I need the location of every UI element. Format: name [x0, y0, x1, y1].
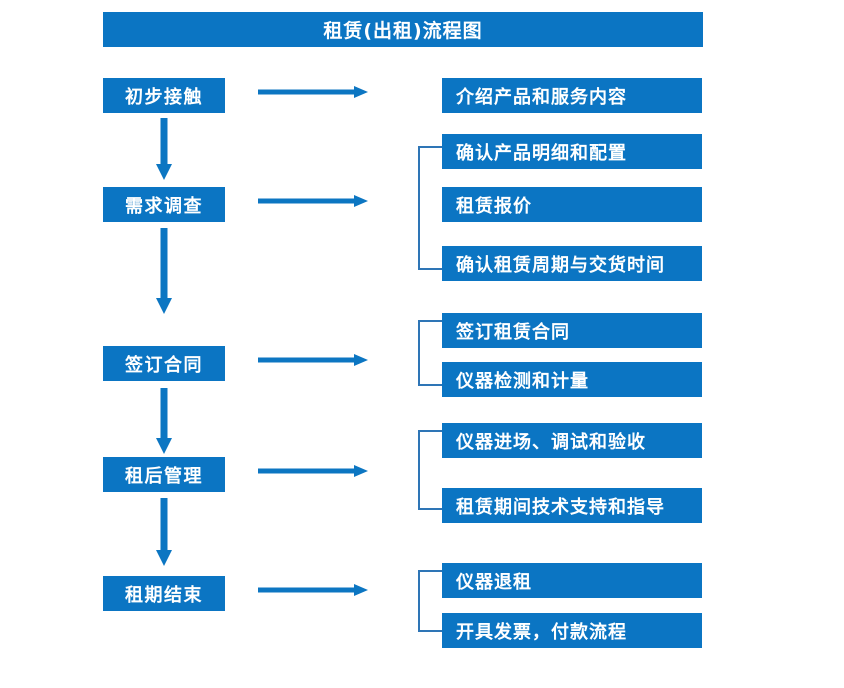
detail-box-5-1[interactable]: 仪器退租: [442, 563, 702, 598]
down-arrow-icon-2: [155, 228, 173, 314]
right-arrow-icon-3: [258, 352, 368, 368]
detail-box-3-2[interactable]: 仪器检测和计量: [442, 362, 702, 397]
detail-box-4-2[interactable]: 租赁期间技术支持和指导: [442, 488, 702, 523]
detail-box-1-1[interactable]: 介绍产品和服务内容: [442, 78, 702, 113]
stage-box-5[interactable]: 租期结束: [103, 576, 225, 611]
bracket-connector-icon-2: [416, 146, 442, 270]
down-arrow-icon-1: [155, 118, 173, 180]
stage-box-1[interactable]: 初步接触: [103, 78, 225, 113]
right-arrow-icon-1: [258, 84, 368, 100]
right-arrow-icon-2: [258, 193, 368, 209]
detail-box-2-2[interactable]: 租赁报价: [442, 187, 702, 222]
flowchart-title: 租赁(出租)流程图: [103, 12, 703, 47]
bracket-connector-icon-5: [416, 570, 442, 632]
stage-box-4[interactable]: 租后管理: [103, 457, 225, 492]
detail-box-4-1[interactable]: 仪器进场、调试和验收: [442, 423, 702, 458]
down-arrow-icon-4: [155, 498, 173, 566]
stage-box-3[interactable]: 签订合同: [103, 346, 225, 381]
bracket-connector-icon-4: [416, 430, 442, 510]
down-arrow-icon-3: [155, 388, 173, 454]
detail-box-2-1[interactable]: 确认产品明细和配置: [442, 134, 702, 169]
detail-box-2-3[interactable]: 确认租赁周期与交货时间: [442, 246, 702, 281]
right-arrow-icon-5: [258, 582, 368, 598]
bracket-connector-icon-3: [416, 320, 442, 386]
right-arrow-icon-4: [258, 463, 368, 479]
stage-box-2[interactable]: 需求调查: [103, 187, 225, 222]
detail-box-5-2[interactable]: 开具发票，付款流程: [442, 613, 702, 648]
detail-box-3-1[interactable]: 签订租赁合同: [442, 313, 702, 348]
